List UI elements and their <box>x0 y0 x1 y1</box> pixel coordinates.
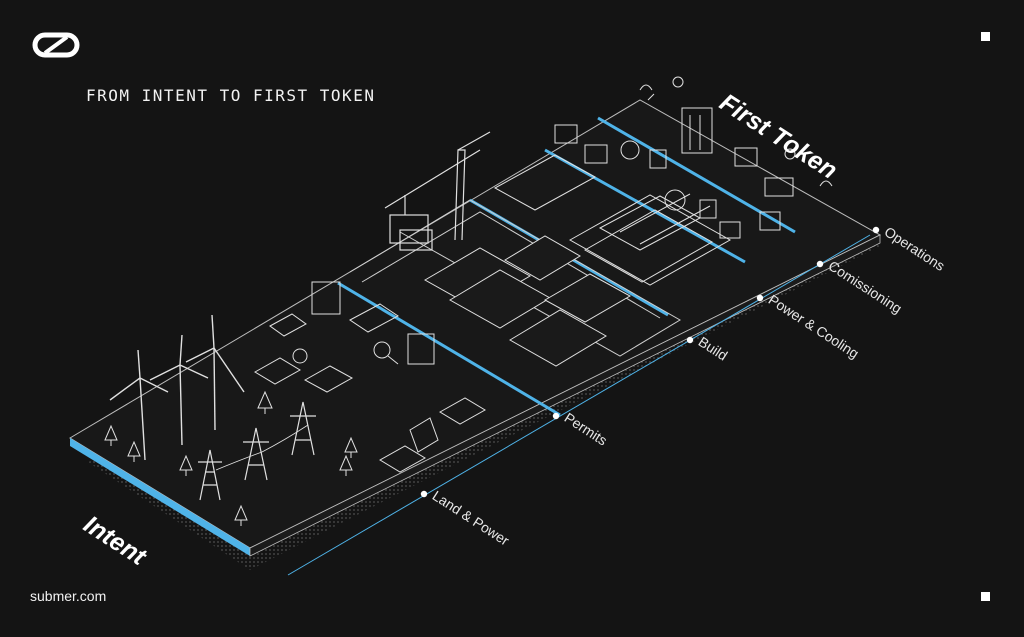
page-title: FROM INTENT TO FIRST TOKEN <box>86 86 375 105</box>
corner-mark-top <box>981 32 990 41</box>
corner-mark-bottom <box>981 592 990 601</box>
stage-dot <box>553 413 559 419</box>
stage-dot <box>817 261 823 267</box>
stage-dot <box>687 337 693 343</box>
stage-dot <box>873 227 879 233</box>
site-url[interactable]: submer.com <box>30 588 106 604</box>
submer-logo-icon <box>35 35 77 55</box>
stage-dot <box>421 491 427 497</box>
platform-slab <box>70 100 880 556</box>
stage-dot <box>757 295 763 301</box>
